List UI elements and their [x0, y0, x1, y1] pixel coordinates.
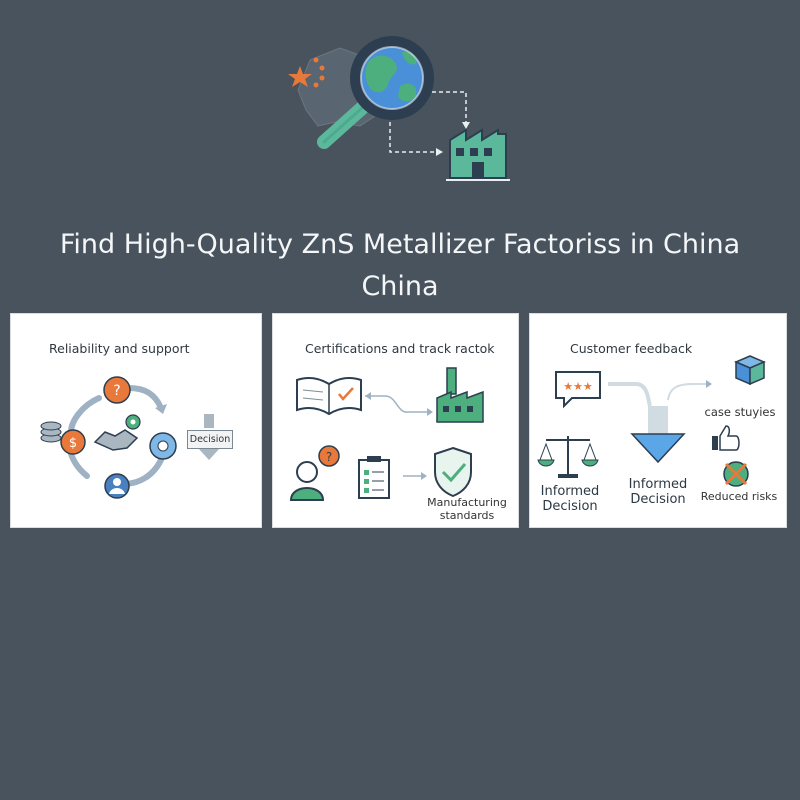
panel-title: Reliability and support — [49, 341, 190, 356]
reduced-risks-label: Reduced risks — [700, 490, 778, 503]
label-line-1: Manufacturing — [427, 496, 507, 509]
label-line-1: Informed — [540, 484, 600, 499]
label-line-2: Decision — [542, 499, 598, 514]
page-title: Find High-Quality ZnS Metallizer Factori… — [0, 224, 800, 308]
down-arrow-icon — [198, 414, 220, 460]
hero-illustration — [270, 30, 530, 190]
gear-icon — [149, 432, 177, 460]
label-line-2: standards — [439, 509, 495, 522]
balance-scale-icon — [537, 436, 599, 478]
down-arrow-icon — [630, 406, 686, 464]
review-bubble-icon: ★★★ — [555, 371, 601, 409]
label-line-1: Informed — [628, 477, 688, 492]
decision-box: Decision — [187, 430, 233, 449]
factory-icon — [446, 128, 510, 181]
case-studies-label: case stuyies — [704, 405, 776, 419]
gear-small-icon — [125, 414, 141, 430]
panel-title: Customer feedback — [570, 341, 693, 356]
manufacturing-standards-label: Manufacturing standards — [421, 496, 513, 522]
shield-check-icon — [434, 446, 472, 498]
svg-text:$: $ — [69, 436, 77, 451]
title-line-2: China — [361, 271, 439, 302]
factory-icon — [436, 367, 484, 423]
star-icon — [288, 66, 312, 87]
svg-text:?: ? — [326, 450, 332, 464]
panel-reliability: Reliability and support ? $ — [10, 313, 262, 528]
thumbs-up-icon — [712, 425, 740, 451]
person-icon — [104, 473, 130, 499]
dollar-icon: $ — [60, 429, 86, 455]
informed-decision-left: Informed Decision — [532, 484, 608, 514]
handshake-icon — [93, 429, 139, 451]
book-icon — [296, 376, 362, 416]
panel-title: Certifications and track ractok — [305, 341, 495, 356]
svg-text:★★★: ★★★ — [563, 380, 593, 393]
label-line-2: Decision — [630, 492, 686, 507]
checklist-icon — [358, 456, 390, 499]
coins-icon — [40, 421, 62, 443]
informed-decision-center: Informed Decision — [622, 477, 694, 507]
panel-customer-feedback: Customer feedback ★★★ — [529, 313, 787, 528]
reduced-risk-icon — [723, 461, 749, 487]
case-study-cube-icon — [734, 355, 766, 386]
person-question-icon: ? — [289, 445, 340, 501]
magnifier-globe-icon — [350, 36, 434, 120]
question-icon: ? — [103, 376, 131, 404]
panel-certifications: Certifications and track ractok ? — [272, 313, 519, 528]
svg-text:?: ? — [113, 383, 120, 399]
title-line-1: Find High-Quality ZnS Metallizer Factori… — [59, 229, 741, 260]
